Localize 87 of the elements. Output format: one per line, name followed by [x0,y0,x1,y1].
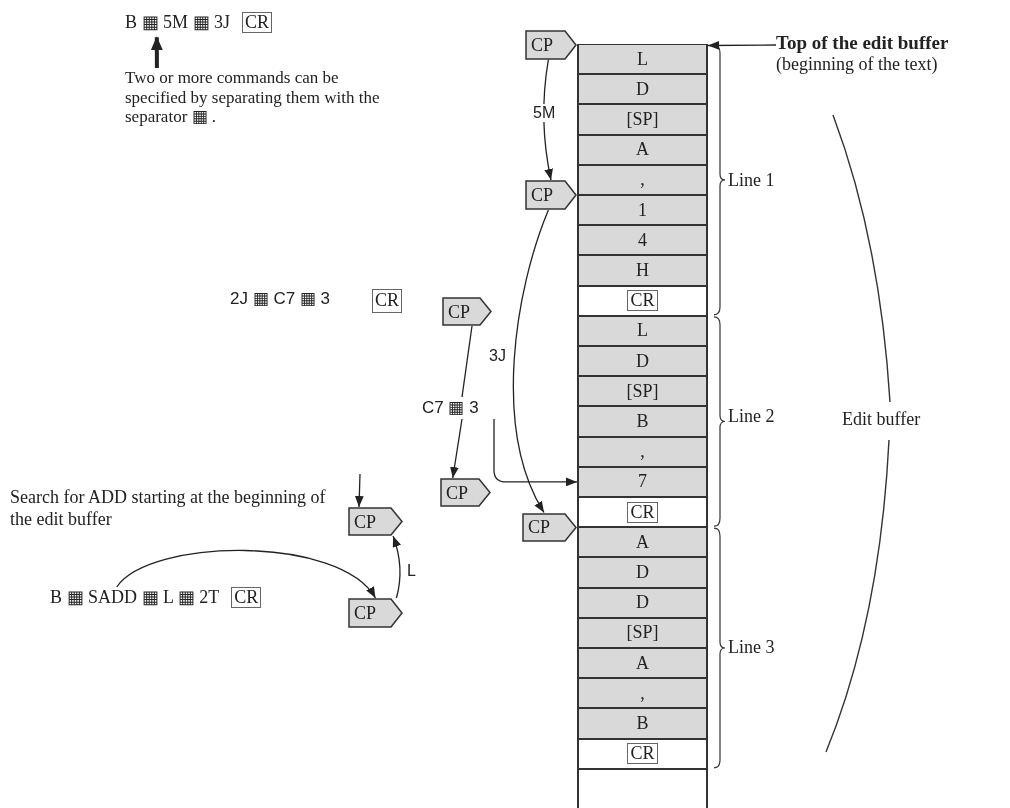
character-text: D [636,78,649,100]
buffer-cell [577,557,708,588]
buffer-cell [577,587,708,618]
heading-text: Top of the edit buffer [776,32,950,54]
pointer-label: CP [530,35,554,54]
buffer-cell [577,527,708,558]
carriage-return-symbol: CR [372,289,402,313]
buffer-cell [577,466,708,497]
pointer-tag [442,297,492,326]
pointer-label: CP [530,186,554,204]
buffer-cell [577,648,708,679]
character-text: [SP] [626,380,659,402]
character-text: D [636,562,649,583]
character-text: A [636,531,649,553]
buffer-cell [577,225,708,256]
character-text: D [636,592,649,614]
carriage-return-symbol: CR [627,290,658,312]
edge-label: 5M [532,104,557,122]
character-text: 1 [638,199,647,221]
block-arrow [150,36,163,68]
arrow [493,418,578,487]
arrow [450,418,463,479]
buffer-cell [577,104,708,135]
character-text: D [636,350,649,372]
pointer-label: CP [445,483,469,502]
buffer-cell [577,708,708,739]
buffer-cell [577,164,708,195]
character-text: 7 [638,471,647,493]
pointer-tag [522,512,577,542]
bracket-label: Edit buffer [842,409,921,431]
note-text: Two or more commands can be specified by separating them with the separator ▦ . [125,68,381,127]
carriage-return-symbol: CR [627,743,658,765]
buffer-cell [577,436,708,467]
character-text: B [636,713,649,734]
buffer-cell [577,497,708,528]
character-text: H [636,260,649,281]
pointer-tag [348,598,403,628]
arrow [116,549,377,599]
brace-label: Line 1 [728,170,775,192]
note-text: Search for ADD starting at the beginning of the edit buffer [10,487,327,531]
connector-line [461,325,473,398]
character-text: B [636,411,649,432]
command-text: 2J ▦ C7 ▦ 3 [230,289,331,310]
carriage-return-symbol: CR [231,587,262,608]
pointer-tag [525,29,577,60]
carriage-return-symbol: CR [627,501,658,523]
brace-label: Line 3 [728,637,775,659]
buffer-cell [577,255,708,286]
buffer-cell [577,678,708,709]
buffer-cell [577,74,708,105]
arrow [392,535,401,599]
character-text: [SP] [626,109,659,130]
buffer-cell [577,285,708,316]
carriage-return-symbol: CR [242,12,273,33]
heading-note: (beginning of the text) [776,53,939,76]
command-text: B ▦ 5M ▦ 3J [125,12,230,32]
arrow [512,209,550,514]
buffer-cell [577,346,708,377]
pointer-label: CP [447,302,471,321]
character-text: A [636,139,649,161]
pointer-label: CP [353,604,377,622]
arrow [707,41,777,50]
pointer-label: CP [527,518,551,536]
pointer-tag [525,180,577,210]
character-text: 4 [638,229,647,251]
command-text: C7 ▦ 3 [422,398,479,417]
buffer-cell [577,406,708,437]
buffer-cell [577,134,708,165]
character-text: , [640,169,645,191]
command-text: B ▦ SADD ▦ L ▦ 2T [50,587,220,607]
empty-cell [577,768,708,808]
character-text: A [636,652,649,674]
buffer-cell [577,195,708,226]
buffer-cell [577,617,708,648]
pointer-tag [440,478,491,507]
brace-label: Line 2 [728,406,775,428]
arrow [354,473,364,508]
character-text: [SP] [626,622,659,644]
buffer-cell [577,376,708,407]
character-text: , [640,441,645,463]
pointer-label: CP [353,512,377,531]
buffer-cell [577,315,708,346]
buffer-cell [577,738,708,769]
character-text: L [637,48,648,70]
character-text: L [637,320,648,342]
pointer-tag [348,507,403,536]
character-text: , [640,682,645,704]
